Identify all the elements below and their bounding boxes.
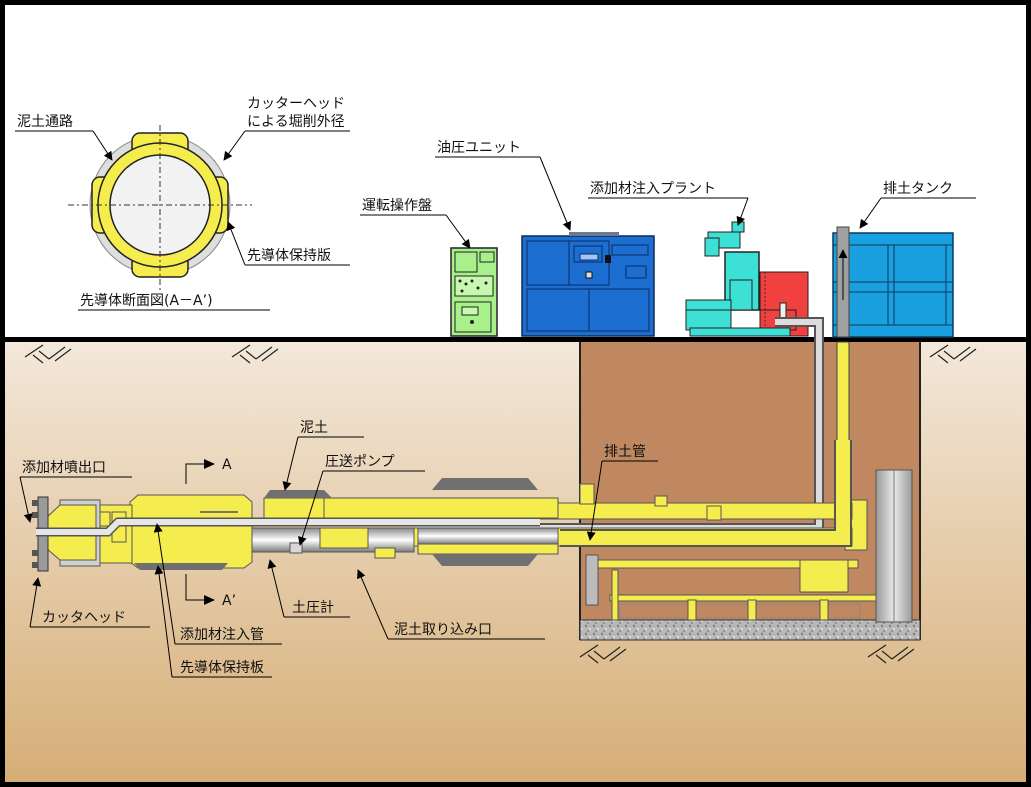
label-discharge-pipe: 排土管 (586, 444, 658, 541)
label-cutter-head-text: カッタヘッド (42, 610, 126, 626)
label-additive-plant: 添加材注入プラント (588, 181, 749, 226)
label-excavation-diameter-line1: カッターヘッド (247, 96, 345, 112)
label-pilot-holding-plate: 先導体保持板 (154, 565, 272, 678)
label-pressure-pump: 圧送ポンプ (298, 454, 425, 546)
label-additive-pipe-text: 添加材注入管 (180, 627, 264, 643)
cross-section-view (68, 125, 252, 290)
label-mud-passage: 泥土通路 (15, 114, 113, 161)
label-pressure-pump-text: 圧送ポンプ (325, 454, 395, 470)
earth-pressure-gauge (289, 542, 303, 554)
label-mud-passage-text: 泥土通路 (17, 114, 73, 130)
hydraulic-unit (521, 232, 655, 337)
jacking-frame (585, 469, 913, 623)
label-earth-pressure-gauge: 土圧計 (267, 559, 350, 618)
label-hydraulic-unit: 油圧ユニット (435, 140, 572, 231)
ground-line (5, 337, 1026, 342)
label-earth-pressure-gauge-text: 土圧計 (292, 600, 334, 616)
section-marker-a-prime-text: A’ (222, 593, 236, 609)
launch-shaft (580, 340, 920, 640)
ground-hatch-marks (24, 344, 977, 664)
control-panel (450, 247, 498, 337)
label-cutter-head: カッタヘッド (29, 577, 150, 628)
section-marker-a-prime: A’ (185, 574, 236, 609)
label-mud-text: 泥土 (300, 420, 328, 436)
label-hydraulic-unit-text: 油圧ユニット (437, 140, 521, 156)
label-control-panel: 運転操作盤 (360, 198, 471, 249)
discharge-tank (832, 232, 954, 338)
label-mud: 泥土 (282, 420, 364, 491)
label-discharge-tank: 排土タンク (859, 181, 976, 229)
label-mud-intake-text: 泥土取り込み口 (394, 622, 492, 638)
cross-section-title: 先導体断面図(A－A’) (80, 293, 213, 309)
label-additive-plant-text: 添加材注入プラント (590, 181, 716, 197)
label-additive-nozzle-text: 添加材噴出口 (22, 460, 106, 476)
label-mud-intake: 泥土取り込み口 (357, 569, 545, 640)
label-excavation-diameter-line2: による堀削外径 (247, 114, 345, 130)
label-discharge-pipe-text: 排土管 (604, 444, 646, 460)
label-discharge-tank-text: 排土タンク (883, 181, 953, 197)
label-holding-plate-text: 先導体保持版 (247, 248, 331, 264)
label-additive-nozzle: 添加材噴出口 (19, 460, 132, 523)
label-excavation-diameter: カッターヘッド による堀削外径 (223, 96, 350, 161)
label-additive-pipe: 添加材注入管 (153, 523, 282, 645)
shaft-base-slab (579, 619, 921, 641)
section-marker-a-text: A (222, 457, 232, 473)
pilot-tunneling-machine (32, 440, 853, 572)
section-marker-a: A (185, 457, 232, 484)
label-holding-plate: 先導体保持版 (226, 221, 350, 266)
label-pilot-holding-plate-text: 先導体保持板 (180, 660, 264, 676)
label-control-panel-text: 運転操作盤 (362, 198, 432, 214)
